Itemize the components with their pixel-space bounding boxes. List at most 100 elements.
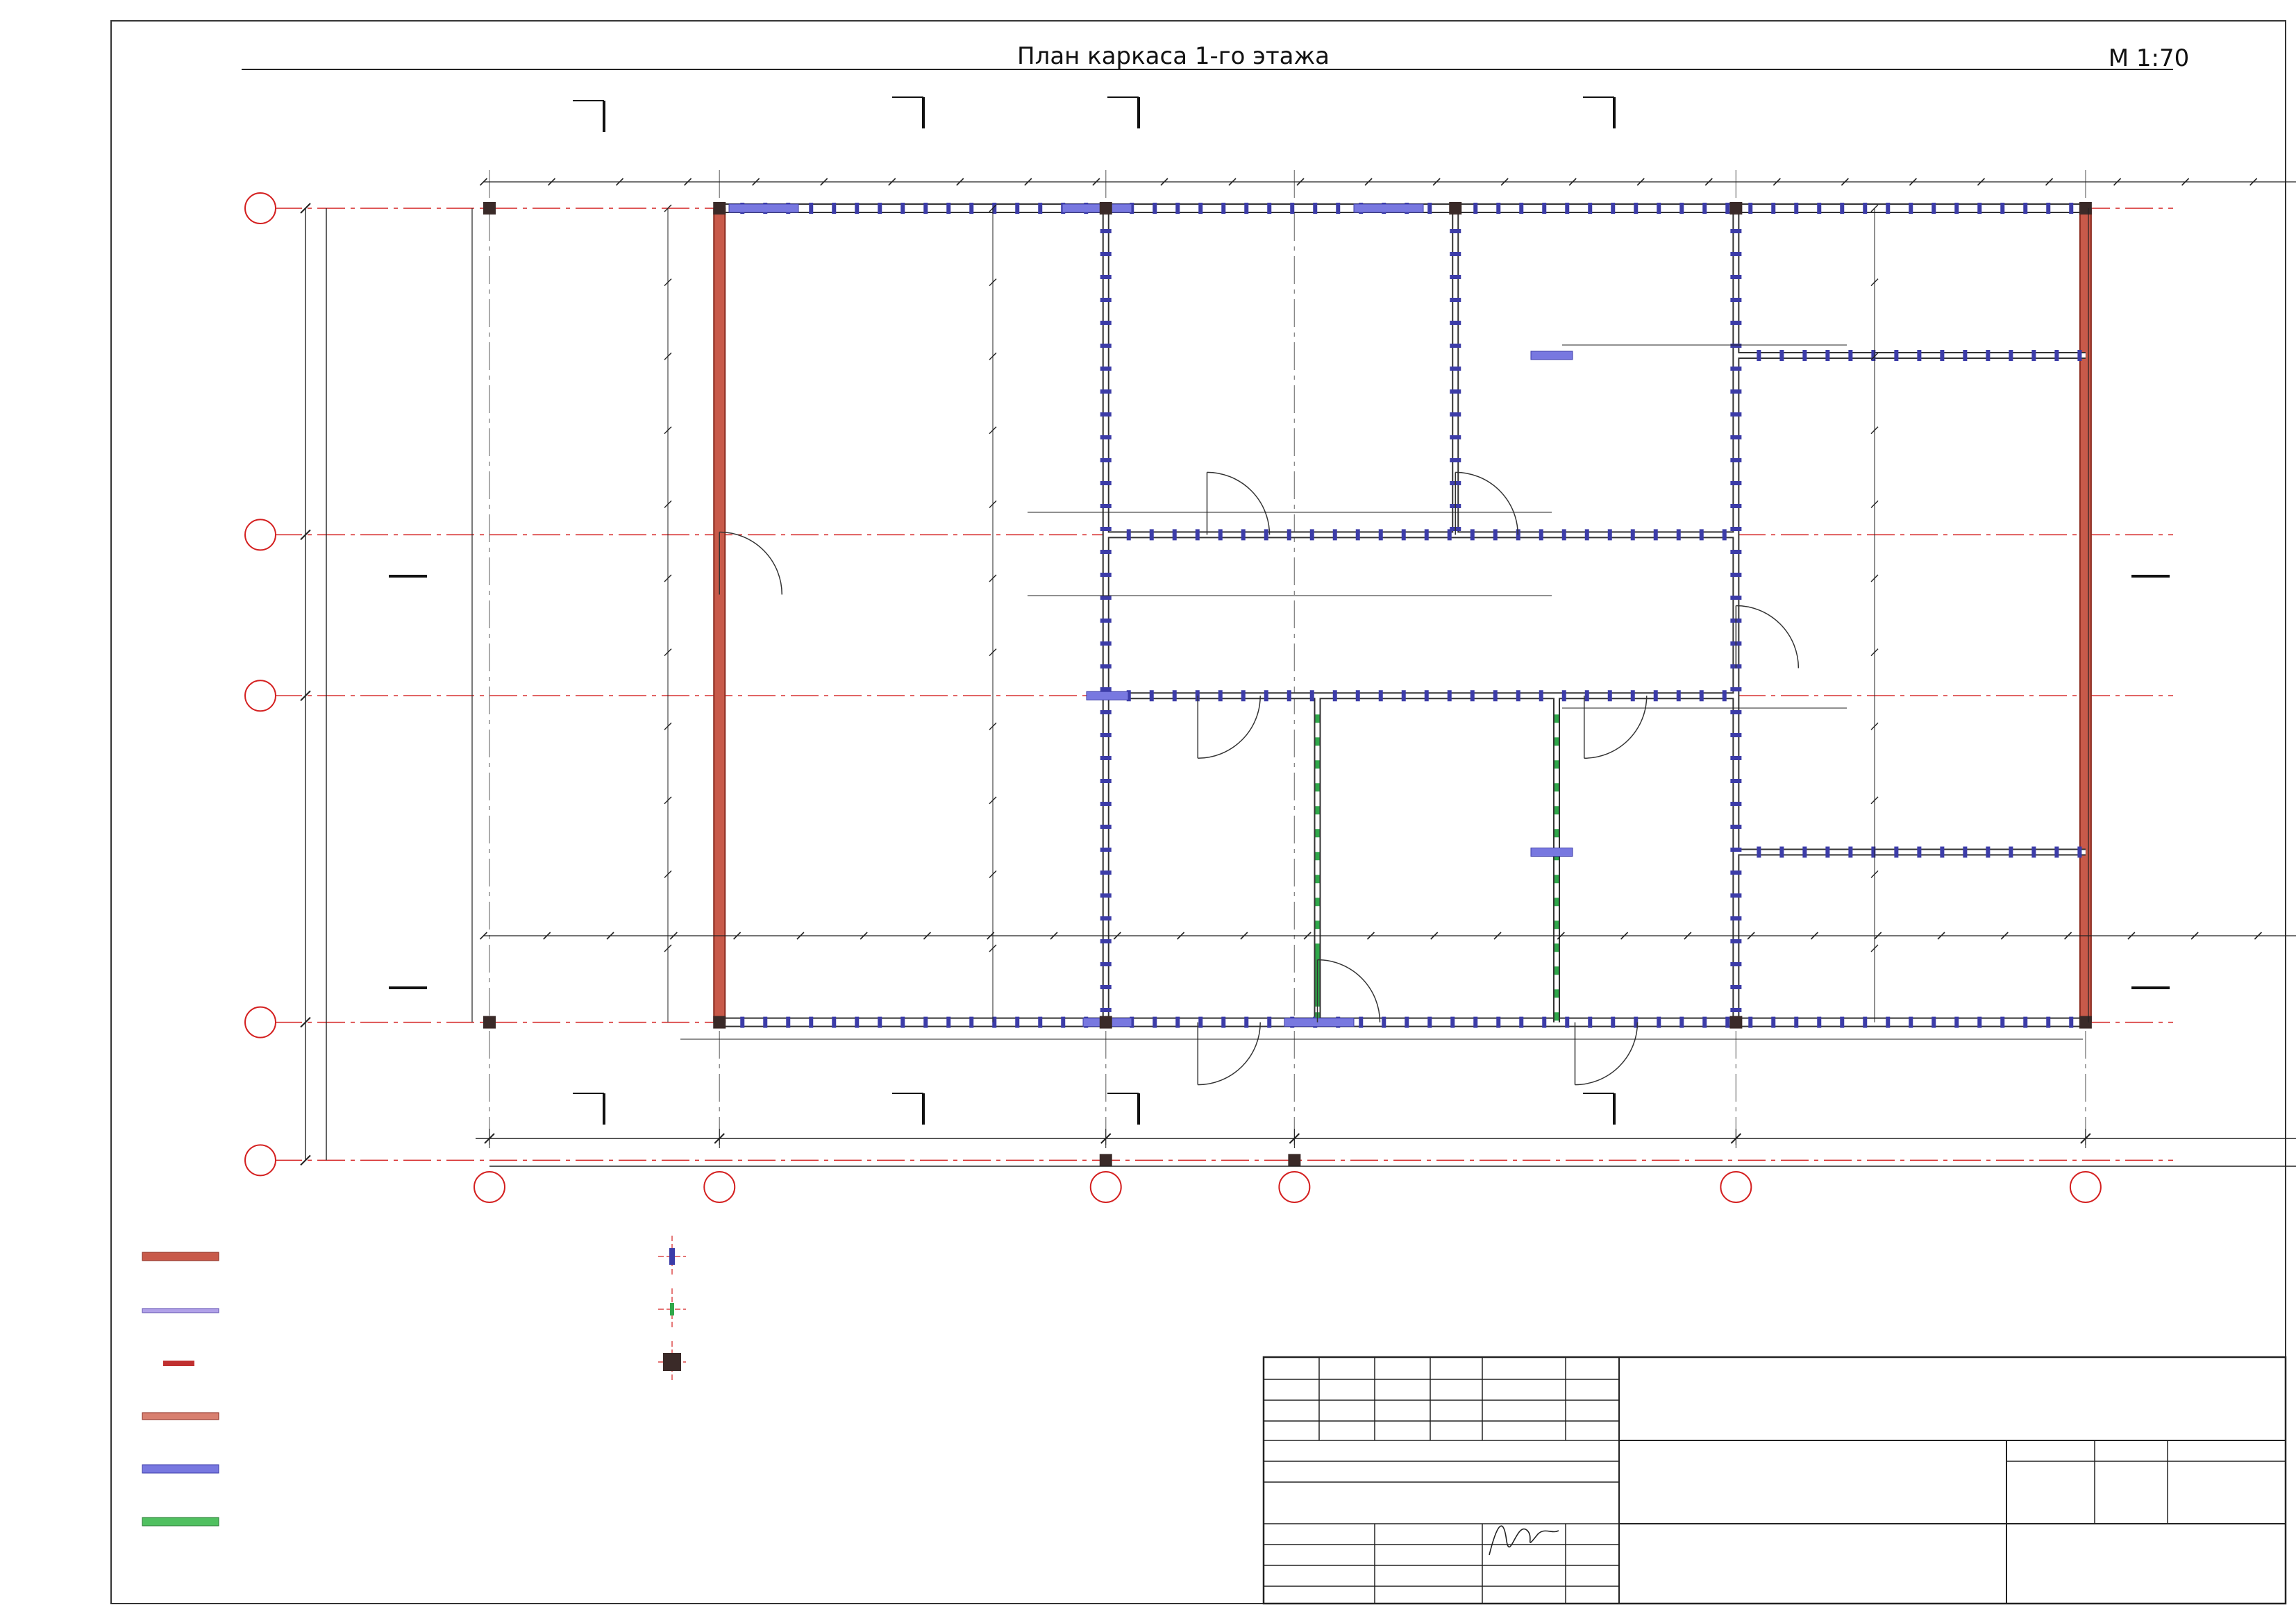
dim-top-tick [1160,178,1168,186]
stud-post [832,1016,837,1028]
dim-top-tick [1704,178,1713,186]
dim-right-wall-tick [1870,796,1879,805]
dim-top-tick [1228,178,1237,186]
dim-bottom-tick [1240,932,1248,940]
dim-left-wall-tick [664,722,672,730]
stud-post [1336,203,1341,214]
stud-post [1100,687,1112,691]
dim-bottom-tick [1620,932,1629,940]
stud-post [1100,939,1112,943]
axis-bubble-col [1278,1171,1311,1203]
dim-post-col-tick [989,870,997,878]
stud-post [1287,529,1291,541]
stud-post [1730,733,1742,737]
dim-post-col-tick [989,204,997,212]
stud-post [1653,529,1658,541]
stud-partition [1555,920,1559,930]
stud-post [1730,1008,1742,1012]
stud-partition [1315,760,1320,769]
dim-left-wall-tick [664,204,672,212]
stud-post [1427,1016,1432,1028]
lintel-ps1 [1530,351,1573,360]
stud-post [1100,321,1112,325]
stud-post [1909,1016,1913,1028]
stud-post [1871,350,1876,361]
stud-post [1100,893,1112,898]
stud-post [1730,756,1742,760]
stud-post [1267,1016,1272,1028]
stud-post [923,1016,928,1028]
stud-post [2054,350,2059,361]
dim-top-tick [1909,178,1917,186]
stud-post [1722,529,1727,541]
dim-bottom-tick [1747,932,1755,940]
stud-post [1539,690,1543,702]
dim-top-tick [1841,178,1849,186]
dim-bottom-tick [733,932,741,940]
stud-post [1932,1016,1936,1028]
dim-left-wall-tick [664,870,672,878]
stud-post [2054,846,2059,858]
stud-post [1771,1016,1776,1028]
stud-post [1730,710,1742,714]
stamp-frame [1262,1356,2287,1605]
column-kn [713,202,726,215]
stud-post [1100,252,1112,256]
stud-post [1450,298,1461,302]
stud-post [2069,1016,2074,1028]
axis-bubble-col [703,1171,736,1203]
stud-post [1917,846,1922,858]
stud-post [1061,1016,1066,1028]
stud-post [1730,573,1742,577]
stud-post [1699,690,1704,702]
stud-post [1657,203,1661,214]
stud-post [1840,203,1845,214]
stud-post [1730,504,1742,508]
stud-post [1588,203,1593,214]
stud-partition [1315,806,1320,815]
dim-left-wall-tick [664,796,672,805]
stud-post [1100,504,1112,508]
stud-post [900,203,905,214]
stud-post [2046,203,2051,214]
stud-post [2023,203,2028,214]
stud-post [1100,664,1112,668]
stud-post [1100,962,1112,966]
stud-post [1427,203,1432,214]
door-swing [719,531,782,595]
dim-post-col-tick [989,722,997,730]
stud-post [1401,529,1406,541]
dim-rows-tick [300,1016,311,1028]
column-kn [1099,1154,1112,1167]
title-block [1262,1356,2287,1605]
stud-post [1450,275,1461,279]
stud-post [1730,389,1742,394]
stud-post [1241,690,1246,702]
stud-post [1542,1016,1547,1028]
dim-bottom-tick [1430,932,1439,940]
stud-post [1607,690,1612,702]
stud-post [1730,275,1742,279]
stud-post [900,1016,905,1028]
door-swing [1207,471,1271,535]
stud-post [1986,846,1991,858]
stud-post [1986,350,1991,361]
stud-post [1100,229,1112,233]
stud-post [1977,1016,1982,1028]
dim-right-wall-tick [1870,352,1879,360]
dim-bottom-tick [1366,932,1375,940]
stud-post [1450,344,1461,348]
stud-post [1355,529,1360,541]
sheet-frame [110,20,2286,1604]
stud-post [2069,203,2074,214]
stud-partition [1555,806,1559,815]
stud-post [1244,203,1249,214]
column-kn [1729,1016,1743,1029]
stud-post [763,1016,768,1028]
dim-bottom-tick [1874,932,1882,940]
stud-post [1679,1016,1684,1028]
dim-top-tick [1773,178,1781,186]
stud-post [2000,203,2005,214]
stud-post [1871,846,1876,858]
stud-post [1699,529,1704,541]
